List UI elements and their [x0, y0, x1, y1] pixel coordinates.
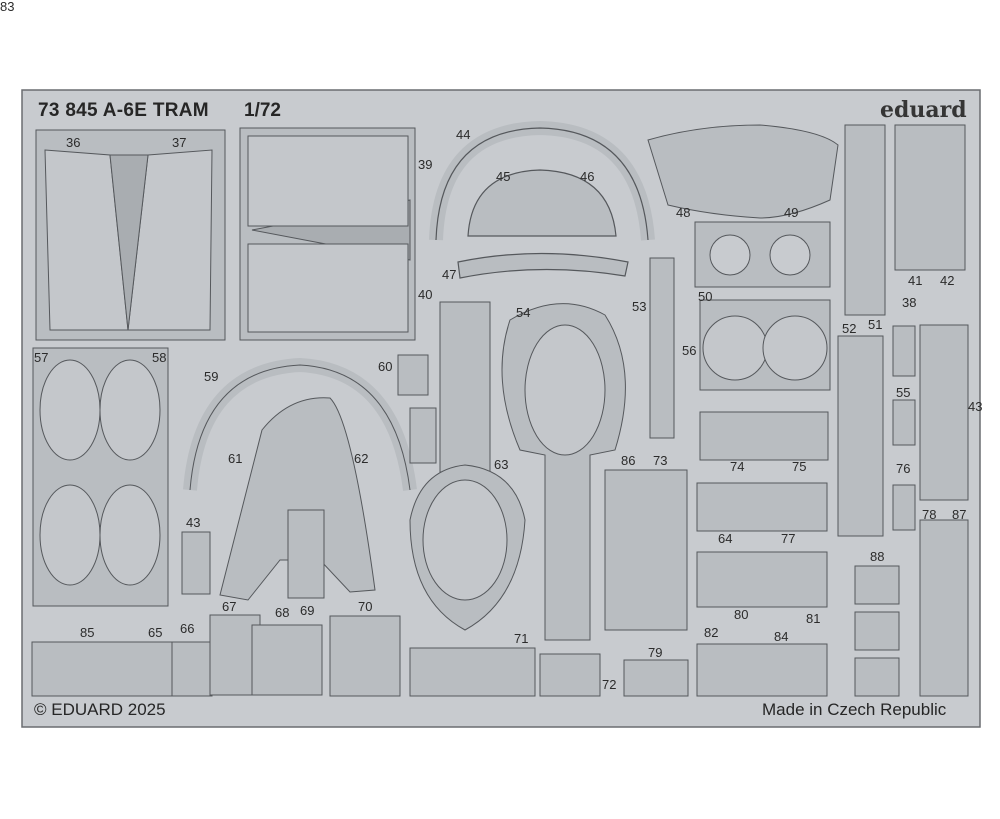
part-number-label: 59: [204, 369, 219, 384]
part-number-label: 86: [621, 453, 636, 468]
part-83-84: [696, 643, 828, 697]
part-number-label: 50: [698, 289, 713, 304]
part-36-37: [35, 129, 226, 341]
part-number-label: 68: [275, 605, 290, 620]
origin-text: Made in Czech Republic: [762, 700, 947, 719]
part-number-label: 71: [514, 631, 529, 646]
part-81-82: [696, 551, 828, 608]
part-80: [623, 659, 689, 697]
part-39-40: [239, 127, 416, 341]
part-number-label: 43: [968, 399, 983, 414]
part-number-label: 72: [602, 677, 617, 692]
part-number-label: 41: [908, 273, 923, 288]
part-number-label: 40: [418, 287, 433, 302]
part-number-label: 47: [442, 267, 457, 282]
part-number-label: 77: [781, 531, 796, 546]
part-number-label: 46: [580, 169, 595, 184]
part-number-label: 37: [172, 135, 187, 150]
part-number-label: 66: [180, 621, 195, 636]
part-number-label: 45: [496, 169, 511, 184]
part-61: [409, 407, 437, 464]
part-number-label: 85: [80, 625, 95, 640]
part-41-42: [844, 124, 966, 316]
part-number-label: 83: [0, 0, 15, 14]
part-number-label: 44: [456, 127, 471, 142]
part-number-label: 38: [902, 295, 917, 310]
part-number-label: 56: [682, 343, 697, 358]
part-number-label: 87: [952, 507, 967, 522]
part-number-label: 58: [152, 350, 167, 365]
part-number-label: 51: [868, 317, 883, 332]
part-number-label: 61: [228, 451, 243, 466]
part-86: [919, 324, 969, 501]
part-number-label: 88: [870, 549, 885, 564]
part-number-label: 81: [806, 611, 821, 626]
part-number-label: 79: [648, 645, 663, 660]
part-number-label: 57: [34, 350, 49, 365]
part-67: [171, 641, 213, 697]
part-number-label: 65: [148, 625, 163, 640]
part-number-label: 42: [940, 273, 955, 288]
part-number-label: 62: [354, 451, 369, 466]
sheet-title: 73 845 A-6E TRAM: [38, 100, 209, 121]
part-number-label: 52: [842, 321, 857, 336]
part-72: [409, 647, 536, 697]
part-73-74: [604, 469, 688, 631]
part-64: [181, 531, 211, 595]
part-54: [501, 303, 626, 641]
part-65-66: [31, 641, 173, 697]
brand-logo: eduard: [880, 97, 967, 123]
part-87-88: [919, 519, 969, 697]
part-70: [287, 509, 325, 599]
part-69: [251, 624, 323, 696]
part-71: [329, 615, 401, 697]
part-75-76: [699, 411, 829, 461]
part-53: [649, 257, 675, 439]
part-number-label: 54: [516, 305, 531, 320]
part-number-label: 49: [784, 205, 799, 220]
sheet-scale: 1/72: [244, 100, 281, 121]
part-55: [409, 301, 526, 631]
part-43: [892, 325, 916, 531]
part-59-63: [183, 357, 417, 601]
part-60: [397, 354, 429, 396]
part-number-label: 60: [378, 359, 393, 374]
part-number-label: 55: [896, 385, 911, 400]
part-56: [699, 299, 831, 391]
part-79: [539, 653, 601, 697]
part-number-label: 75: [792, 459, 807, 474]
part-number-label: 39: [418, 157, 433, 172]
part-number-label: 73: [653, 453, 668, 468]
part-number-label: 69: [300, 603, 315, 618]
part-number-label: 48: [676, 205, 691, 220]
part-48: [647, 124, 839, 219]
part-77-78: [696, 482, 828, 532]
part-44-47: [429, 120, 655, 279]
part-number-label: 82: [704, 625, 719, 640]
part-85: [854, 565, 900, 697]
part-number-label: 53: [632, 299, 647, 314]
part-number-label: 67: [222, 599, 237, 614]
part-number-label: 74: [730, 459, 745, 474]
part-number-label: 36: [66, 135, 81, 150]
part-number-label: 84: [774, 629, 789, 644]
part-57-58: [32, 347, 169, 607]
part-number-label: 64: [718, 531, 733, 546]
part-number-label: 63: [494, 457, 509, 472]
part-49: [694, 221, 831, 288]
part-number-label: 80: [734, 607, 749, 622]
part-number-label: 76: [896, 461, 911, 476]
part-51-52: [837, 335, 884, 537]
part-number-label: 70: [358, 599, 373, 614]
copyright-text: © EDUARD 2025: [34, 700, 166, 719]
part-number-label: 43: [186, 515, 201, 530]
part-number-label: 78: [922, 507, 937, 522]
